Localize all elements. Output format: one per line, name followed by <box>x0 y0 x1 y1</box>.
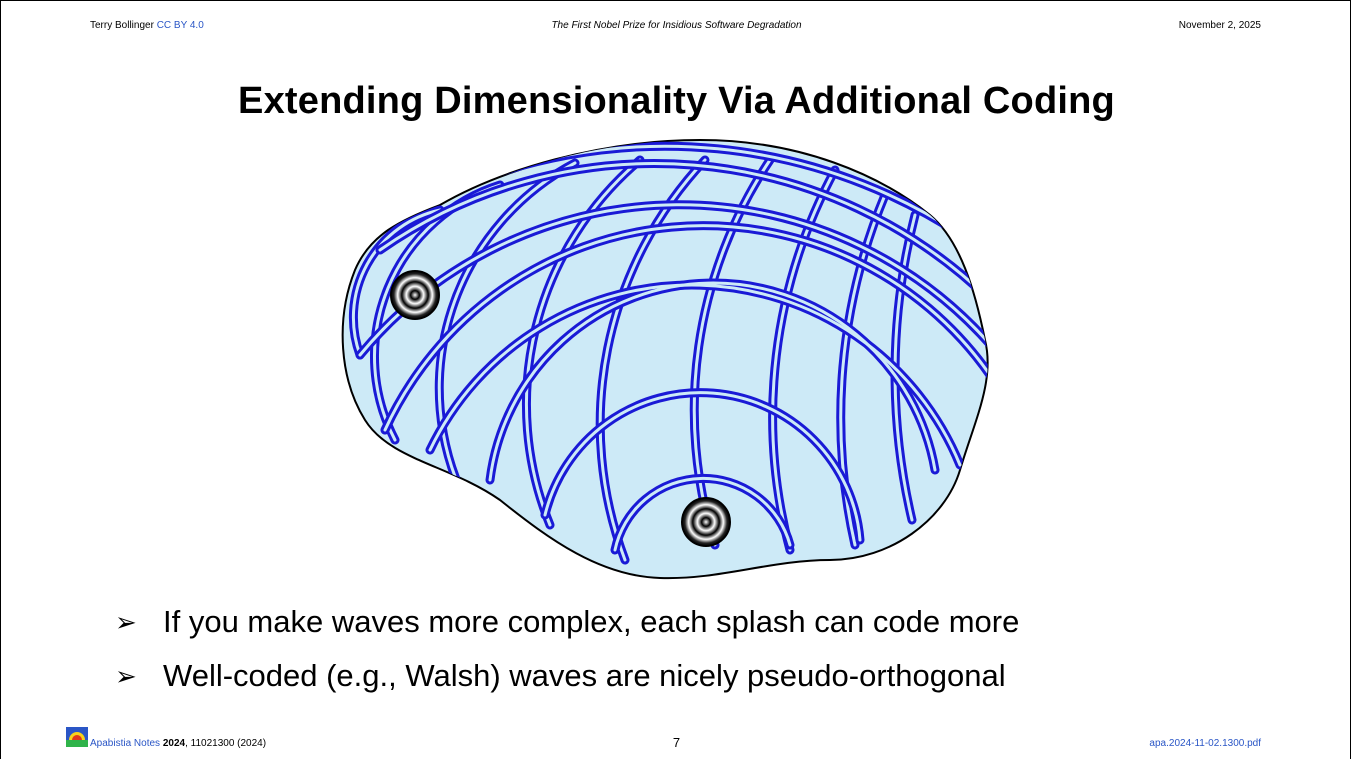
bullet-item: ➢ Well-coded (e.g., Walsh) waves are nic… <box>115 649 1019 703</box>
apabistia-logo-icon <box>66 727 88 747</box>
header-date: November 2, 2025 <box>1178 20 1261 31</box>
header-doc-title: The First Nobel Prize for Insidious Soft… <box>551 20 802 31</box>
slide-title: Extending Dimensionality Via Additional … <box>238 80 1115 122</box>
arrowhead-bullet-icon: ➢ <box>115 607 137 637</box>
footer-citation: Apabistia Notes 2024, 11021300 (2024) <box>90 738 266 749</box>
splash-target-icon <box>390 270 440 320</box>
bullet-list: ➢ If you make waves more complex, each s… <box>115 595 1019 703</box>
bullet-text: Well-coded (e.g., Walsh) waves are nicel… <box>163 658 1006 693</box>
citation-details: , 11021300 (2024) <box>185 738 267 749</box>
license-link[interactable]: CC BY 4.0 <box>156 20 204 31</box>
footer-filename[interactable]: apa.2024-11-02.1300.pdf <box>1149 738 1261 749</box>
arrowhead-bullet-icon: ➢ <box>115 661 137 691</box>
citation-year: 2024 <box>162 738 186 749</box>
page-number: 7 <box>672 735 681 750</box>
header-author: Terry Bollinger CC BY 4.0 <box>90 20 204 31</box>
bullet-item: ➢ If you make waves more complex, each s… <box>115 595 1019 649</box>
author-name: Terry Bollinger <box>90 20 154 31</box>
bullet-text: If you make waves more complex, each spl… <box>163 604 1020 639</box>
journal-link[interactable]: Apabistia Notes <box>90 738 161 749</box>
splash-target-icon <box>681 497 731 547</box>
